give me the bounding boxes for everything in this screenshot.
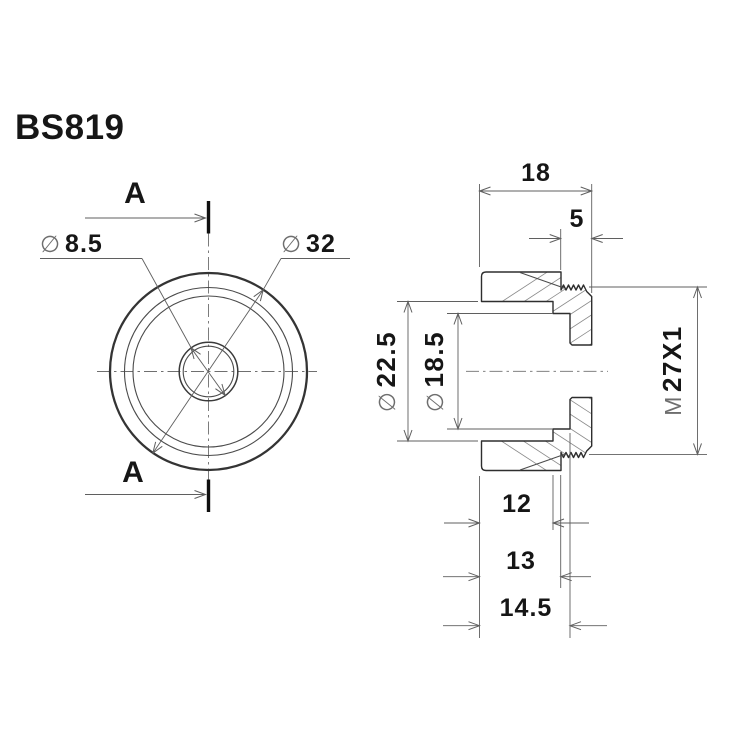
part-number-label: BS819 (15, 108, 125, 147)
bore-minor-dimension: ∅ 18.5 (419, 312, 553, 431)
outer-diameter-arrow-line (151, 288, 265, 455)
side-outline (480, 271, 593, 472)
outer-diameter-label: ∅32 (281, 230, 336, 258)
section-label-bottom: A (122, 456, 144, 489)
outer-diameter-value: 32 (306, 230, 336, 258)
hole-dim-leader (141, 258, 192, 348)
diameter-symbol: ∅ (281, 231, 302, 257)
flange-width-label: 13 (506, 547, 536, 575)
diameter-symbol: ∅ (40, 231, 61, 257)
flange-chamfer-edge-bottom (519, 454, 565, 471)
front-centerlines (97, 233, 317, 480)
section-cut-indicator-top: A (85, 177, 211, 234)
hole-diameter-value: 8.5 (65, 230, 103, 258)
side-dimensions: 18 5 M 27X1 (371, 159, 707, 638)
thread-spec-label: M 27X1 (657, 325, 687, 415)
bore-major-label: ∅ 22.5 (371, 331, 401, 412)
section-lower-half-outline (480, 396, 593, 472)
thread-length-label: 5 (570, 205, 585, 233)
front-outer-flange-circle (108, 271, 309, 472)
front-view: A A ∅8.5 ∅32 (40, 177, 350, 512)
bore-major-dimension: ∅ 22.5 (371, 300, 478, 443)
diameter-symbol: ∅ (422, 391, 448, 413)
hole-diameter-label: ∅8.5 (40, 230, 103, 258)
minor-depth-dimension: 14.5 (443, 433, 607, 638)
bore-depth-dimension: 12 (444, 475, 589, 638)
section-cut-indicator-bottom: A (85, 456, 211, 512)
thread-spec-value: 27X1 (657, 325, 687, 392)
front-thread-circle (123, 286, 294, 457)
bore-minor-value: 18.5 (419, 331, 449, 388)
bore-minor-label: ∅ 18.5 (419, 331, 449, 412)
overall-width-label: 18 (521, 159, 551, 187)
overall-width-dimension: 18 (478, 159, 594, 293)
diameter-symbol: ∅ (374, 391, 400, 413)
outer-diameter-dimension: ∅32 (151, 230, 350, 455)
bore-depth-label: 12 (502, 490, 532, 518)
thread-spec-dimension: M 27X1 (589, 285, 707, 456)
outer-dim-leader (262, 258, 282, 291)
thread-length-dimension: 5 (529, 205, 623, 270)
flange-width-dimension: 13 (443, 475, 591, 588)
flange-chamfer-edge-top (519, 272, 565, 289)
minor-depth-label: 14.5 (500, 594, 553, 622)
section-label-top: A (124, 177, 146, 210)
side-view: 18 5 M 27X1 (371, 159, 707, 638)
bore-major-value: 22.5 (371, 331, 401, 388)
section-upper-half-outline (480, 271, 593, 346)
thread-symbol: M (660, 395, 686, 416)
